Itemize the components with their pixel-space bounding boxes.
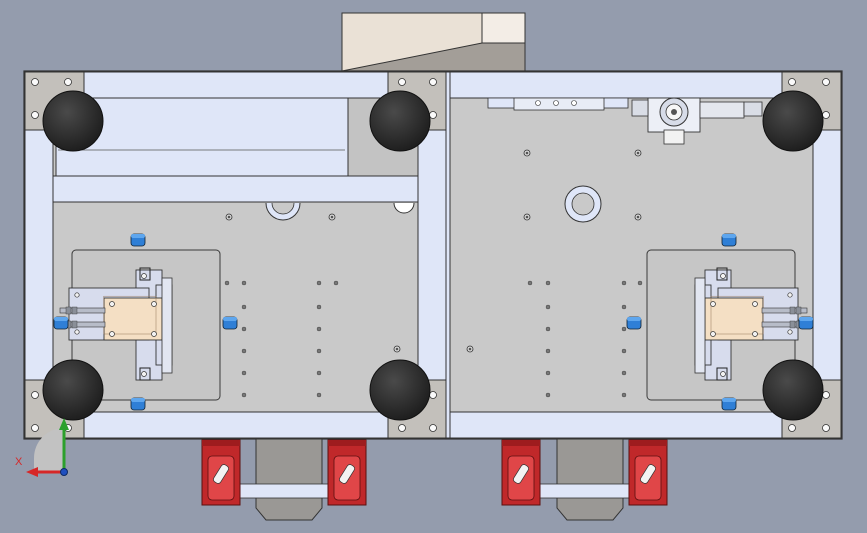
valve-manifold (487, 97, 763, 145)
bottom-fixtures (201, 438, 668, 521)
axis-triad-icon (26, 418, 69, 477)
x-axis-label: X (15, 456, 23, 468)
leveling-feet (42, 90, 824, 421)
top-gantry-block (341, 12, 526, 72)
left-bay (24, 71, 447, 439)
right-bay (449, 71, 842, 439)
blue-locator-pin (130, 233, 146, 247)
